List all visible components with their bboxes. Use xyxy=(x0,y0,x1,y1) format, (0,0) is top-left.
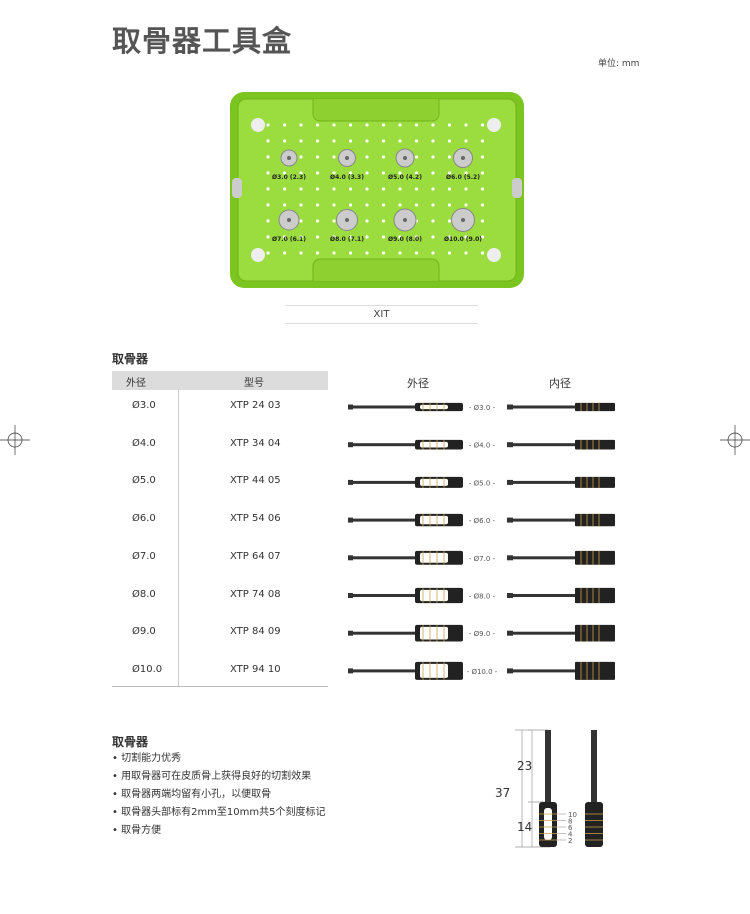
features-title: 取骨器 xyxy=(112,735,149,749)
inner-trephine-image xyxy=(507,624,615,642)
model-cell: XTP 74 08 xyxy=(230,588,281,600)
dim-upper: 23 xyxy=(517,759,532,773)
feature-item: 切割能力优秀 xyxy=(112,750,326,768)
feature-item: 用取骨器可在皮质骨上获得良好的切割效果 xyxy=(112,768,326,786)
table-header: 外径 型号 xyxy=(112,371,328,390)
inner-trephine-image xyxy=(507,402,615,412)
kit-label: XIT xyxy=(285,305,478,324)
table-section-title: 取骨器 xyxy=(112,352,149,366)
table-row: Ø10.0 XTP 94 10 xyxy=(112,652,328,690)
slot-label: Ø3.0 (2.3) xyxy=(272,174,306,181)
inner-trephine-image xyxy=(507,439,615,450)
slot-label: Ø9.0 (8.0) xyxy=(388,236,422,243)
model-cell: XTP 24 03 xyxy=(230,400,281,411)
inner-trephine-image xyxy=(507,550,615,565)
diameter-label: - Ø6.0 - xyxy=(469,517,496,525)
inner-trephine-image xyxy=(507,587,615,604)
inner-trephine-image xyxy=(507,476,615,488)
image-header-inner: 内径 xyxy=(549,377,571,390)
depth-mark: 2 xyxy=(568,837,572,845)
kit-slot: Ø10.0 (9.0) xyxy=(444,208,482,243)
depth-mark: 10 xyxy=(568,811,577,819)
model-cell: XTP 94 10 xyxy=(230,663,281,675)
slot-label: Ø7.0 (6.1) xyxy=(272,236,306,243)
table-row: Ø5.0 XTP 44 05 xyxy=(112,463,328,501)
feature-item: 取骨器两端均留有小孔，以便取骨 xyxy=(112,786,326,804)
model-cell: XTP 34 04 xyxy=(230,437,281,449)
kit-slot: Ø7.0 (6.1) xyxy=(272,209,306,243)
bone-trephine-kit-box: Ø3.0 (2.3) Ø4.0 (3.3) Ø5.0 (4.2) Ø6.0 (5.2)… xyxy=(230,92,524,288)
table-row: Ø7.0 XTP 64 07 xyxy=(112,539,328,577)
depth-mark: 8 xyxy=(568,818,572,826)
slot-label: Ø5.0 (4.2) xyxy=(388,174,422,181)
slot-label: Ø4.0 (3.3) xyxy=(330,174,364,181)
header-model: 型号 xyxy=(244,378,264,389)
depth-mark: 6 xyxy=(568,824,573,832)
od-cell: Ø6.0 xyxy=(132,513,156,525)
column-divider xyxy=(178,390,179,686)
kit-slot: Ø4.0 (3.3) xyxy=(330,149,364,181)
diameter-label: - Ø8.0 - xyxy=(469,593,496,601)
table-row: Ø4.0 XTP 34 04 xyxy=(112,426,328,464)
diameter-label: - Ø3.0 - xyxy=(469,404,496,412)
diameter-label: - Ø10.0 - xyxy=(467,668,498,676)
diameter-label: - Ø4.0 - xyxy=(469,442,496,450)
model-cell: XTP 54 06 xyxy=(230,513,281,525)
feature-list: 切割能力优秀用取骨器可在皮质骨上获得良好的切割效果取骨器两端均留有小孔，以便取骨… xyxy=(112,750,326,840)
feature-item: 取骨方便 xyxy=(112,822,326,840)
outer-trephine-image xyxy=(348,624,463,642)
model-cell: XTP 84 09 xyxy=(230,626,281,638)
outer-trephine-image xyxy=(348,587,463,604)
kit-slot: Ø5.0 (4.2) xyxy=(388,148,422,181)
trephine-images: - Ø3.0 - - Ø4.0 - - Ø5.0 - - Ø6.0 - - Ø7.0 -… xyxy=(348,402,615,680)
image-header-outer: 外径 xyxy=(407,377,429,390)
diameter-label: - Ø5.0 - xyxy=(469,479,496,487)
outer-trephine-image xyxy=(348,550,463,565)
inner-trephine-image xyxy=(507,661,615,680)
od-cell: Ø4.0 xyxy=(132,437,156,449)
outer-trephine-image xyxy=(348,661,463,680)
od-cell: Ø10.0 xyxy=(132,663,163,675)
diameter-label: - Ø7.0 - xyxy=(469,555,496,563)
kit-slot: Ø3.0 (2.3) xyxy=(272,149,306,181)
od-cell: Ø5.0 xyxy=(132,475,156,487)
outer-trephine-image xyxy=(348,439,463,450)
outer-trephine-image xyxy=(348,476,463,488)
slot-label: Ø6.0 (5.2) xyxy=(446,174,480,181)
model-cell: XTP 64 07 xyxy=(230,550,281,562)
od-cell: Ø9.0 xyxy=(132,626,156,638)
unit-label: 单位: mm xyxy=(598,59,640,69)
outer-trephine-vertical xyxy=(539,730,557,847)
kit-slot: Ø8.0 (7.1) xyxy=(330,209,364,243)
kit-slot: Ø9.0 (8.0) xyxy=(388,208,422,243)
slot-label: Ø10.0 (9.0) xyxy=(444,236,482,243)
table-row: Ø6.0 XTP 54 06 xyxy=(112,501,328,539)
od-cell: Ø7.0 xyxy=(132,550,156,562)
crop-mark-right xyxy=(720,425,750,455)
diameter-label: - Ø9.0 - xyxy=(469,630,496,638)
table-row: Ø3.0 XTP 24 03 xyxy=(112,388,328,426)
table-bottom-line xyxy=(112,686,328,687)
dim-lower: 14 xyxy=(517,820,532,834)
table-row: Ø9.0 XTP 84 09 xyxy=(112,614,328,652)
crop-mark-left xyxy=(0,425,30,455)
feature-item: 取骨器头部标有2mm至10mm共5个刻度标记 xyxy=(112,804,325,822)
model-cell: XTP 44 05 xyxy=(230,475,281,487)
page-title: 取骨器工具盒 xyxy=(112,24,293,58)
od-cell: Ø3.0 xyxy=(132,400,156,411)
od-cell: Ø8.0 xyxy=(132,588,156,600)
inner-trephine-vertical xyxy=(585,730,603,847)
depth-mark: 4 xyxy=(568,831,573,839)
dim-total: 37 xyxy=(495,786,510,800)
kit-slot: Ø6.0 (5.2) xyxy=(446,148,480,181)
table-row: Ø8.0 XTP 74 08 xyxy=(112,577,328,615)
outer-trephine-image xyxy=(348,513,463,527)
inner-trephine-image xyxy=(507,513,615,527)
outer-trephine-image xyxy=(348,402,463,412)
slot-label: Ø8.0 (7.1) xyxy=(330,236,364,243)
header-od: 外径 xyxy=(126,378,146,389)
